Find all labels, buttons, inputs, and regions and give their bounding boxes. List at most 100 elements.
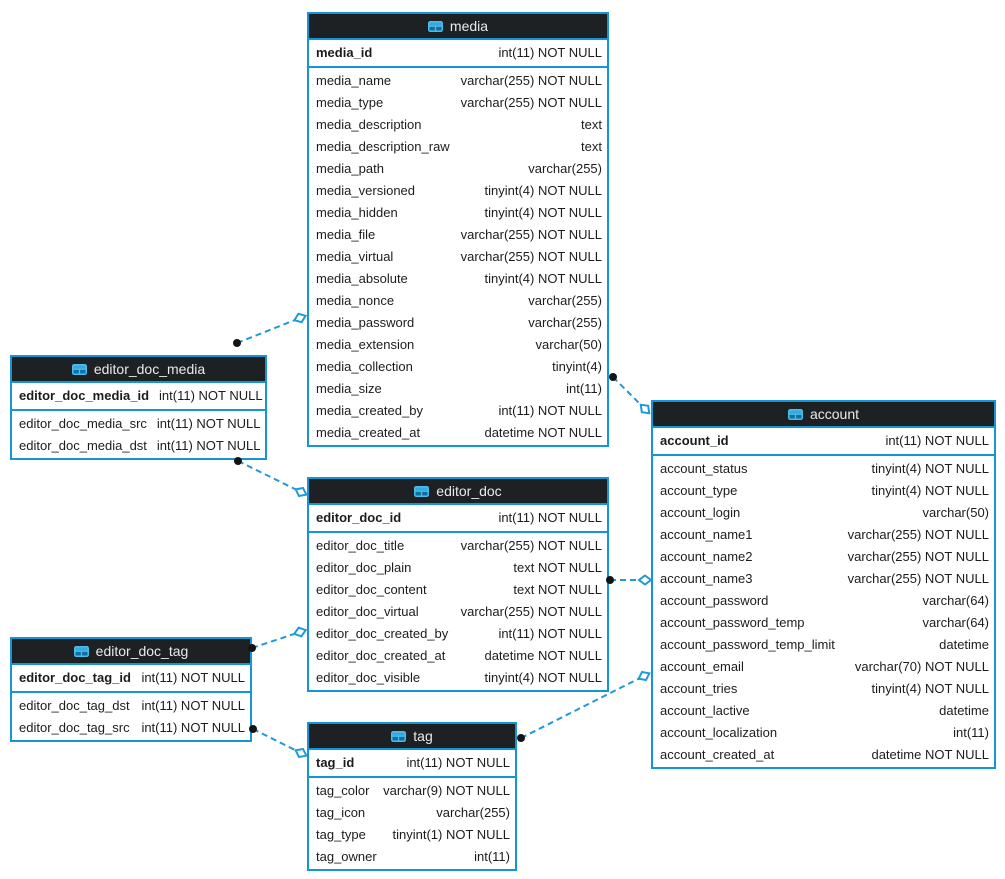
relationship-editor_doc-account[interactable] (606, 574, 653, 586)
column-type: int(11) NOT NULL (156, 416, 261, 431)
relationship-editor_doc_media-media[interactable] (233, 312, 308, 347)
table-header-tag[interactable]: tag (309, 724, 515, 750)
table-header-editor-doc-tag[interactable]: editor_doc_tag (12, 639, 250, 665)
relationship-editor_doc_tag-tag[interactable] (249, 725, 308, 760)
column-name: media_absolute (316, 271, 408, 286)
relationship-editor_doc_media-editor_doc[interactable] (234, 457, 308, 499)
table-header-editor-doc[interactable]: editor_doc (309, 479, 607, 505)
column-name: account_id (660, 433, 729, 448)
relationship-dot-endpoint (517, 734, 525, 742)
column-name: media_path (316, 161, 384, 176)
column-name: editor_doc_virtual (316, 604, 419, 619)
column-type: varchar(70) NOT NULL (854, 659, 989, 674)
column-row-editor_doc_tag_src[interactable]: editor_doc_tag_src int(11) NOT NULL (12, 717, 250, 739)
column-row-account_password_temp_limit[interactable]: account_password_temp_limit datetime (653, 634, 994, 656)
column-name: media_virtual (316, 249, 394, 264)
column-name: tag_id (316, 755, 355, 770)
column-name: media_name (316, 73, 392, 88)
column-type: datetime (939, 703, 989, 718)
table-title: account (809, 406, 860, 422)
column-type: varchar(64) (922, 615, 989, 630)
column-type: varchar(50) (922, 505, 989, 520)
column-type: int(11) NOT NULL (141, 720, 245, 735)
table-header-editor-doc-media[interactable]: editor_doc_media (12, 357, 265, 383)
column-name: account_password_temp_limit (660, 637, 835, 652)
column-type: varchar(255) NOT NULL (460, 73, 602, 88)
relationship-diamond-endpoint (292, 312, 308, 324)
table-header-account[interactable]: account (653, 402, 994, 428)
table-title: tag (413, 728, 433, 744)
column-type: datetime (939, 637, 989, 652)
column-type: tinyint(1) NOT NULL (392, 827, 510, 842)
relationship-diamond-endpoint (292, 626, 308, 638)
table-header-media[interactable]: media (309, 14, 607, 40)
column-name: editor_doc_tag_src (19, 720, 130, 735)
column-type: tinyint(4) NOT NULL (871, 483, 989, 498)
column-name: editor_doc_media_dst (19, 438, 147, 453)
relationship-editor_doc_tag-editor_doc[interactable] (248, 626, 308, 652)
column-type: tinyint(4) NOT NULL (484, 205, 602, 220)
relationship-media-account[interactable] (609, 373, 652, 416)
column-row-media_name[interactable]: media_name varchar(255) NOT NULL (309, 70, 607, 92)
column-type: varchar(255) (436, 805, 510, 820)
